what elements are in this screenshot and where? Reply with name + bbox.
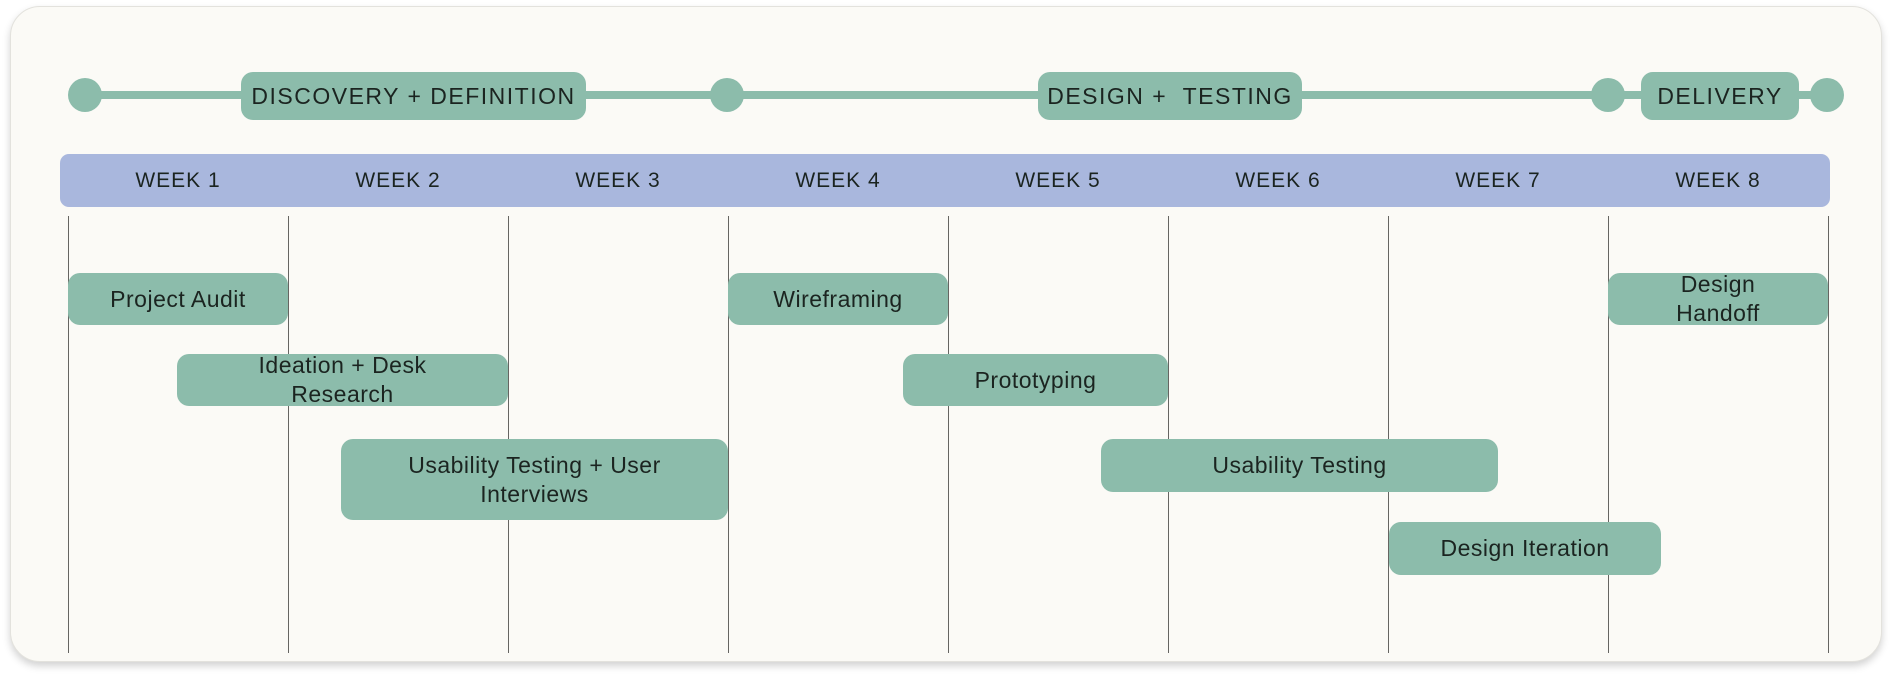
task-bar-design-iteration: Design Iteration <box>1389 522 1661 575</box>
task-label: Design Iteration <box>1440 535 1610 562</box>
phase-label: DELIVERY <box>1657 82 1783 109</box>
task-label: Usability Testing <box>1212 452 1387 479</box>
grid-line-9 <box>1828 216 1829 653</box>
task-bar-usability-testing: Usability Testing <box>1101 439 1498 492</box>
task-bar-design-handoff: Design Handoff <box>1608 271 1828 326</box>
week-label-6: WEEK 6 <box>1235 168 1321 192</box>
week-label-3: WEEK 3 <box>575 168 661 192</box>
grid-line-5 <box>948 216 949 653</box>
phase-pill-design-testing: DESIGN + TESTING <box>1038 72 1302 120</box>
grid-line-4 <box>728 216 729 653</box>
phase-timeline-line <box>85 91 1827 99</box>
phase-label: DISCOVERY + DEFINITION <box>251 82 576 109</box>
timeline-card: DISCOVERY + DEFINITION DESIGN + TESTING … <box>10 6 1882 662</box>
timeline-dot-start <box>68 78 102 112</box>
task-bar-ideation-desk-research: Ideation + Desk Research <box>177 352 508 407</box>
task-label: Design Handoff <box>1676 271 1760 326</box>
task-label: Usability Testing + User Interviews <box>408 451 661 507</box>
phase-pill-discovery-definition: DISCOVERY + DEFINITION <box>241 72 586 120</box>
task-label: Project Audit <box>110 285 246 312</box>
task-label: Prototyping <box>974 366 1097 393</box>
task-bar-project-audit: Project Audit <box>68 273 288 325</box>
phase-pill-delivery: DELIVERY <box>1641 72 1799 120</box>
grid-line-2 <box>288 216 289 653</box>
task-bar-wireframing: Wireframing <box>728 273 948 325</box>
week-header-band <box>60 154 1830 207</box>
grid-line-7 <box>1388 216 1389 653</box>
week-label-7: WEEK 7 <box>1455 168 1541 192</box>
week-label-8: WEEK 8 <box>1675 168 1761 192</box>
week-label-4: WEEK 4 <box>795 168 881 192</box>
week-label-5: WEEK 5 <box>1015 168 1101 192</box>
timeline-dot-week8 <box>1591 78 1625 112</box>
task-bar-usability-testing-user-interviews: Usability Testing + User Interviews <box>341 439 728 520</box>
grid-line-6 <box>1168 216 1169 653</box>
grid-line-8 <box>1608 216 1609 653</box>
task-label: Wireframing <box>773 285 903 312</box>
task-bar-prototyping: Prototyping <box>903 354 1168 406</box>
phase-label: DESIGN + TESTING <box>1047 82 1293 109</box>
timeline-dot-end <box>1810 78 1844 112</box>
grid-line-1 <box>68 216 69 653</box>
task-label: Ideation + Desk Research <box>258 352 427 407</box>
grid-line-3 <box>508 216 509 653</box>
week-label-1: WEEK 1 <box>135 168 221 192</box>
timeline-dot-week4 <box>710 78 744 112</box>
week-label-2: WEEK 2 <box>355 168 441 192</box>
